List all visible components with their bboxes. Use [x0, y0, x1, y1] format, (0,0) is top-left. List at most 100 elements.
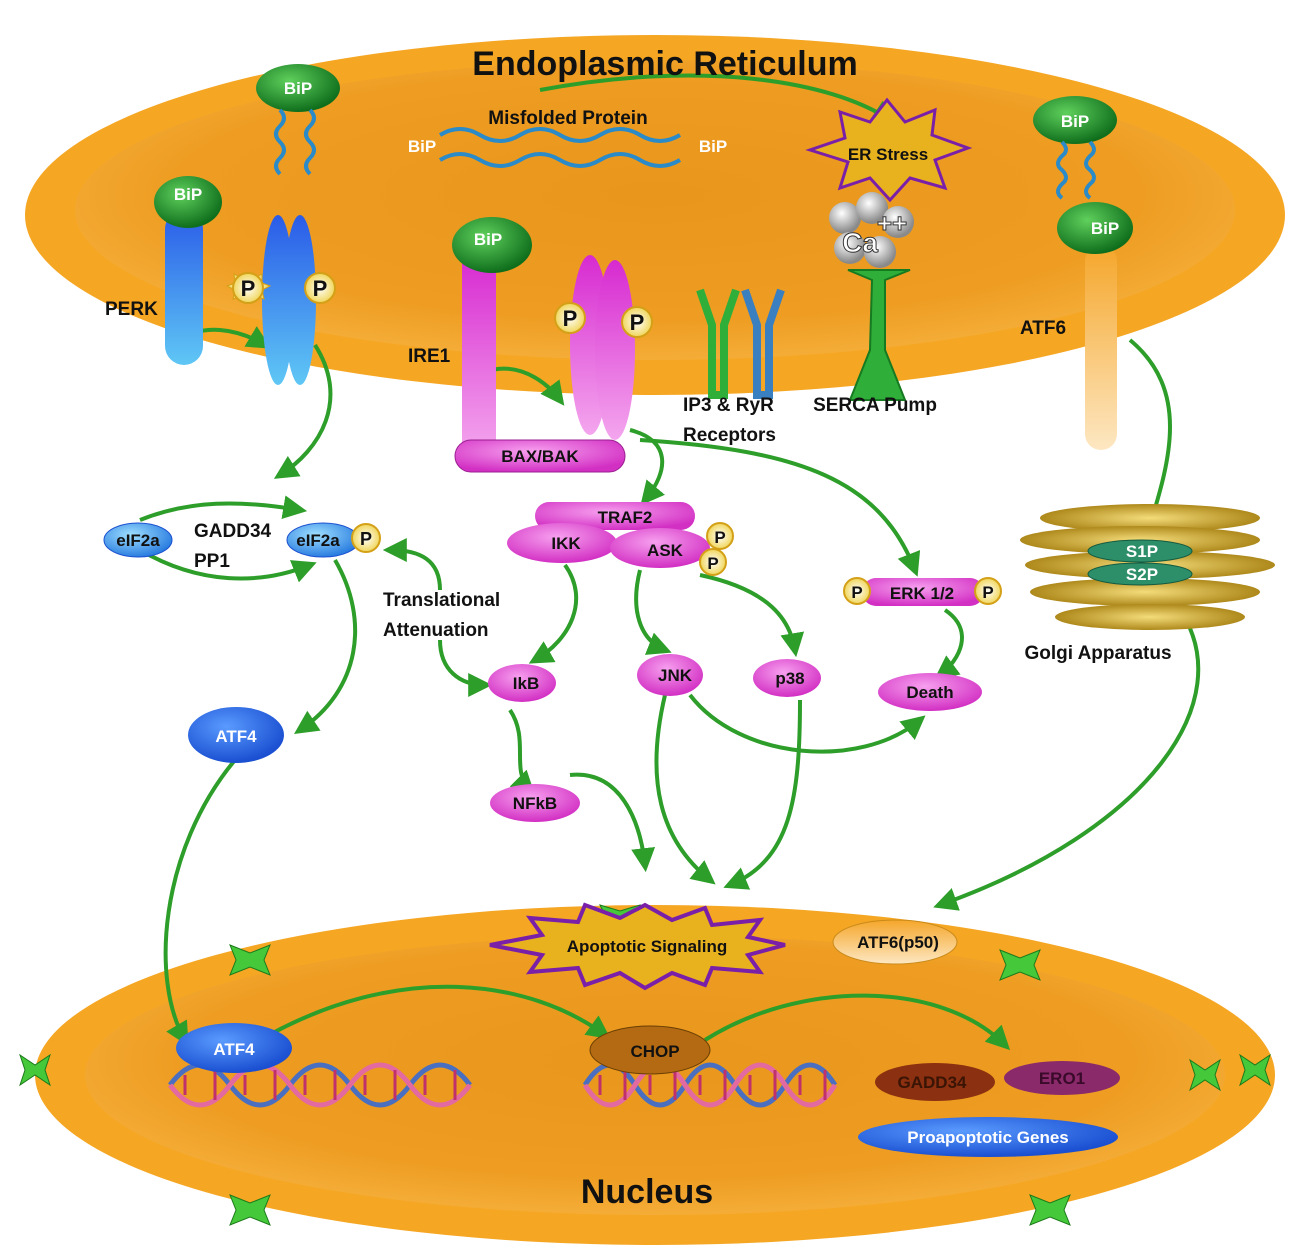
atf6-protein-icon: [1085, 245, 1117, 450]
atf4-nucleus-label: ATF4: [213, 1040, 255, 1059]
nuclear-pore-icon: [999, 949, 1041, 981]
eif2a-p-node: eIF2a P: [286, 522, 381, 558]
nfkb-label: NFkB: [513, 794, 557, 813]
nfkb-oval: [490, 784, 580, 822]
bax-bak-label: BAX/BAK: [501, 447, 579, 466]
jnk-oval: [637, 654, 703, 696]
perk-protein-icon: [165, 210, 203, 365]
dna-strand-icon: [582, 1062, 838, 1108]
atf6-complex: BiP BiP ATF6: [1020, 96, 1133, 450]
ero1-oval: [1004, 1061, 1120, 1095]
atf6-p50-label: ATF6(p50): [857, 933, 939, 952]
dna-helix-right: [582, 1062, 838, 1108]
ire1-label: IRE1: [408, 346, 451, 367]
eif2a-oval: [103, 522, 173, 558]
phospho-icon: [621, 306, 653, 338]
phospho-label: P: [313, 276, 328, 301]
ire1-protein-icon: [462, 255, 496, 455]
apoptotic-label: Apoptotic Signaling: [567, 937, 728, 956]
misfolded-protein-strand-icon: [438, 152, 682, 168]
arrow-atf4-to-chop: [259, 984, 611, 1042]
misfolded-protein-label: Misfolded Protein: [488, 108, 647, 129]
bip-right-label: BiP: [699, 137, 727, 156]
eif2a-node: eIF2a: [103, 522, 173, 558]
arrows: [138, 73, 1201, 1051]
gadd34-nucleus-label: GADD34: [898, 1073, 968, 1092]
golgi-cisterna-icon: [1055, 604, 1245, 630]
translational-label-line2: Attenuation: [383, 620, 489, 641]
traf2-label: TRAF2: [598, 508, 653, 527]
er-lumen: [75, 60, 1235, 360]
ikb-node: IkB: [488, 664, 556, 702]
arrow-erk-to-death: [934, 608, 964, 680]
ikb-label: IkB: [513, 674, 539, 693]
proapoptotic-label: Proapoptotic Genes: [907, 1128, 1069, 1147]
phospho-icon: [974, 577, 1002, 605]
erk-node: ERK 1/2 P P: [843, 577, 1002, 606]
chop-label: CHOP: [630, 1042, 679, 1061]
p38-label: p38: [775, 669, 804, 688]
bip-left-label: BiP: [408, 137, 436, 156]
ip3-ryr-receptors: IP3 & RyR Receptors: [683, 288, 785, 446]
arrow-ask-to-jnk: [634, 569, 672, 655]
apoptotic-signaling-burst: Apoptotic Signaling: [489, 902, 786, 991]
eif2a-p-label: eIF2a: [296, 531, 340, 550]
gadd34-nucleus-node: GADD34: [875, 1063, 995, 1101]
phospho-icon: [304, 272, 336, 304]
nuclear-pore-icon: [1029, 1194, 1071, 1226]
ero1-label: ERO1: [1039, 1069, 1085, 1088]
golgi-cisterna-icon: [1040, 504, 1260, 532]
golgi-apparatus: S1P S2P Golgi Apparatus: [1020, 504, 1275, 664]
er-stress-star-icon: [805, 97, 973, 203]
calcium-ion-icon: [882, 206, 914, 238]
bip-protein-icon: [1033, 96, 1117, 144]
arrow-eif2a-to-eif2ap-top: [139, 495, 308, 522]
ikb-oval: [488, 664, 556, 702]
ip3-label-line2: Receptors: [683, 425, 776, 446]
coil-icon: [274, 108, 286, 176]
phospho-label: P: [360, 529, 372, 549]
bip-protein-icon: [452, 217, 532, 273]
translational-label-line1: Translational: [383, 590, 500, 611]
arrow-ikk-to-ikb: [528, 563, 579, 664]
ikk-oval: [507, 523, 617, 563]
coil-icon: [1084, 140, 1096, 200]
perk-dimer-icon: [262, 215, 294, 385]
er-stress-label: ER Stress: [848, 145, 928, 164]
serca-pump-label: SERCA Pump: [813, 395, 937, 416]
arrow-jnk-to-nucleus: [654, 694, 716, 885]
phospho-label: P: [982, 583, 993, 602]
atf4-nucleus-node: ATF4: [176, 1023, 292, 1073]
ire1-complex: BiP P P BAX/BAK IRE1: [408, 217, 653, 473]
atf6-p50-node: ATF6(p50): [832, 919, 958, 965]
chop-oval: [589, 1025, 711, 1075]
nuclear-pore-icon: [229, 944, 271, 976]
atf4-nucleus-oval: [176, 1023, 292, 1073]
calcium-charge-label: ++: [877, 208, 907, 238]
nucleus-title: Nucleus: [581, 1173, 713, 1211]
arrow-ikb-to-nfkb: [508, 708, 536, 796]
chop-node: CHOP: [589, 1025, 711, 1075]
calcium-ion-icon: [829, 202, 861, 234]
er-title: Endoplasmic Reticulum: [472, 45, 857, 83]
ire1-dimer-icon: [595, 260, 635, 440]
bip-atf6-top-label: BiP: [1061, 112, 1089, 131]
traf2-complex: TRAF2 IKK ASK P P: [507, 502, 734, 576]
dna-helix-left: [168, 1062, 472, 1108]
bip-top-complex: BiP: [256, 64, 340, 176]
s1p-label: S1P: [1126, 542, 1158, 561]
phospho-label: P: [707, 554, 718, 573]
ryr-receptor-icon: [741, 288, 785, 399]
nuclear-pore-icon: [19, 1053, 51, 1087]
death-node: Death: [878, 673, 982, 711]
calcium-label: Ca: [842, 227, 878, 258]
arrow-perk-to-eif2a: [273, 343, 333, 479]
arrow-ire1-to-erk: [639, 438, 921, 577]
misfolded-protein-strand-icon: [438, 127, 682, 143]
erk-box: [862, 578, 984, 606]
p38-node: p38: [753, 659, 821, 697]
dna-strand-icon: [582, 1062, 838, 1108]
perk-dimer-icon: [284, 215, 316, 385]
